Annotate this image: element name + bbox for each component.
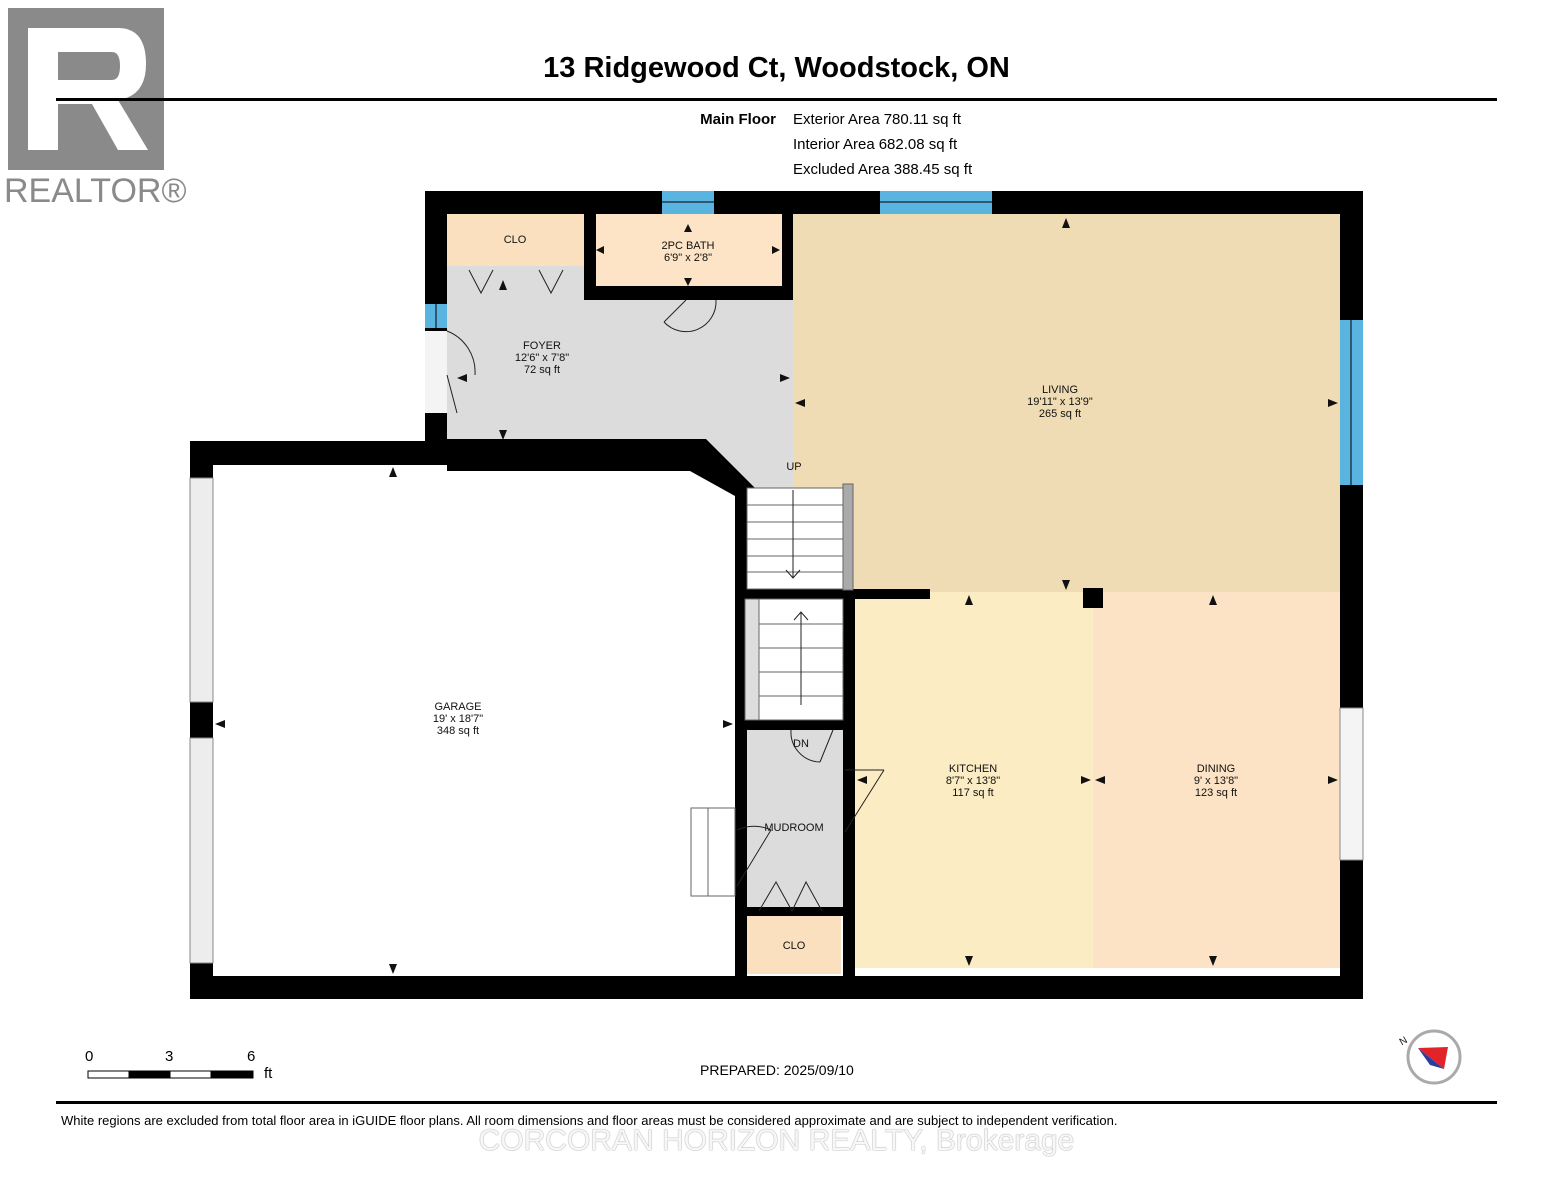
scale-tick-6: 6	[247, 1048, 256, 1065]
scale-unit: ft	[264, 1065, 273, 1082]
dimension-arrows	[215, 218, 1338, 974]
living-floor	[793, 213, 1340, 592]
closet-top-floor	[447, 213, 584, 266]
floor-name: Main Floor	[700, 111, 776, 128]
wall-bottom	[190, 976, 1363, 999]
realtor-logo-text: REALTOR®	[4, 172, 187, 210]
wall-bath-right	[782, 213, 793, 300]
dining-floor	[1093, 592, 1340, 968]
stairs-up-label: UP	[786, 461, 802, 473]
scale-tick-3: 3	[165, 1048, 174, 1065]
header-divider	[56, 98, 1497, 101]
stairs-down	[744, 598, 844, 721]
wall-bath-left	[584, 213, 596, 300]
foyer-door-opening	[425, 331, 447, 413]
compass	[1406, 1029, 1462, 1085]
garage-door-opening-top	[189, 477, 214, 703]
mudroom-floor	[745, 728, 843, 911]
garage-window-post	[190, 702, 213, 738]
wall-bath-bottom	[584, 286, 793, 300]
footer-divider	[56, 1101, 1497, 1104]
wall-garage-angle	[690, 439, 755, 496]
scale-bar	[87, 1070, 254, 1079]
kitchen-floor	[855, 592, 1093, 968]
window-mullions	[435, 201, 1352, 485]
stairs-down-label: DN	[793, 738, 809, 750]
wall-garage-top-right	[447, 439, 700, 471]
wall-garage-east	[735, 488, 747, 978]
brokerage-watermark: CORCORAN HORIZON REALTY, Brokerage	[478, 1124, 1075, 1157]
doors	[446, 269, 885, 913]
garage-step	[690, 807, 736, 897]
garage-door-opening-bottom	[189, 737, 214, 964]
room-closet-top: CLO	[503, 234, 527, 246]
wall-mud-top	[745, 720, 843, 730]
realtor-logo: REALTOR®	[4, 8, 187, 210]
wall-garage-top-left	[190, 441, 453, 465]
wall-kitchen-west	[843, 589, 855, 978]
closet-bottom-floor	[747, 916, 841, 974]
prepared-date: PREPARED: 2025/09/10	[700, 1062, 854, 1078]
disclaimer: White regions are excluded from total fl…	[61, 1113, 1118, 1128]
dining-slider	[1339, 707, 1364, 861]
wall-right	[1340, 191, 1363, 999]
wall-stair-mid	[745, 589, 930, 599]
windows	[189, 191, 1364, 964]
scale-tick-0: 0	[85, 1048, 94, 1065]
room-closet-bottom: CLO	[782, 940, 806, 952]
room-mudroom: MUDROOM	[764, 822, 824, 834]
foyer-corridor-floor	[700, 439, 793, 488]
column	[1083, 588, 1103, 608]
wall-clo-top	[745, 907, 843, 916]
page-title: 13 Ridgewood Ct, Woodstock, ON	[543, 52, 1010, 84]
bath-floor	[596, 213, 782, 286]
stairs-up	[746, 483, 854, 591]
